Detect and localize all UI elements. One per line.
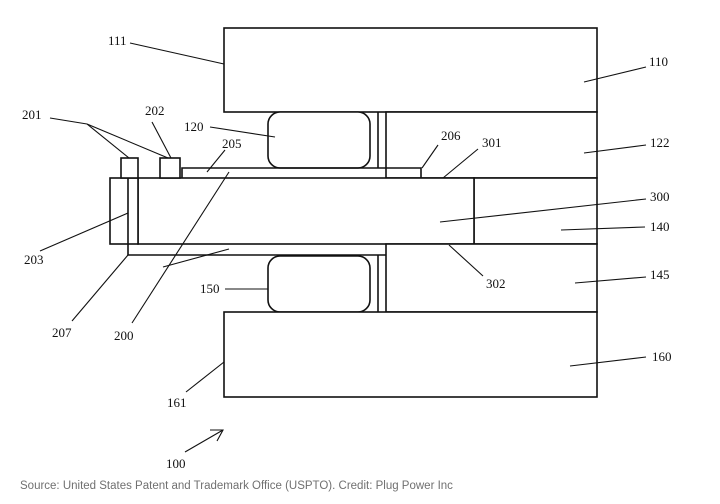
leader-120 <box>209 126 276 138</box>
label-161: 161 <box>167 395 187 410</box>
tab-201 <box>120 157 139 179</box>
label-207: 207 <box>52 325 72 340</box>
bottom-plate-160 <box>223 311 598 398</box>
leader-201b <box>86 123 130 159</box>
leader-145 <box>574 276 647 284</box>
arrow-100-shaft <box>184 429 224 453</box>
label-301: 301 <box>482 135 502 150</box>
sleeve-upper-205 <box>181 167 422 178</box>
leader-140 <box>560 226 646 231</box>
label-111: 111 <box>108 33 127 48</box>
label-206: 206 <box>441 128 461 143</box>
leader-200 <box>131 171 230 324</box>
top-plate-110 <box>223 27 598 113</box>
label-201: 201 <box>22 107 42 122</box>
leader-207a <box>71 254 129 322</box>
label-140: 140 <box>650 219 670 234</box>
leader-207b <box>162 248 230 268</box>
leader-301 <box>442 148 479 179</box>
end-block-203 <box>109 177 139 245</box>
label-202: 202 <box>145 103 165 118</box>
leader-300 <box>439 198 647 223</box>
upper-seal-120 <box>267 111 371 169</box>
leader-202 <box>151 121 172 159</box>
label-150: 150 <box>200 281 220 296</box>
label-145: 145 <box>650 267 670 282</box>
lower-layer-145 <box>385 243 598 313</box>
leader-122 <box>583 144 647 154</box>
membrane-300 <box>137 177 475 245</box>
upper-layer-122 <box>385 111 598 179</box>
leader-205 <box>206 149 226 173</box>
label-203: 203 <box>24 252 44 267</box>
leader-201a <box>49 117 88 125</box>
label-302: 302 <box>486 276 506 291</box>
lower-seal-150 <box>267 255 371 313</box>
label-110: 110 <box>649 54 668 69</box>
label-160: 160 <box>652 349 672 364</box>
leader-302 <box>448 244 484 277</box>
leader-160 <box>569 356 647 367</box>
tab-202 <box>159 157 181 179</box>
leader-206 <box>421 144 439 169</box>
leader-110 <box>583 66 647 83</box>
label-205: 205 <box>222 136 242 151</box>
label-300: 300 <box>650 189 670 204</box>
arrow-100-head <box>210 429 224 442</box>
source-caption: Source: United States Patent and Tradema… <box>20 480 453 492</box>
label-200: 200 <box>114 328 134 343</box>
leader-111 <box>129 42 225 65</box>
leader-203 <box>39 212 129 252</box>
label-100: 100 <box>166 456 186 471</box>
label-122: 122 <box>650 135 670 150</box>
leader-201c <box>86 123 169 159</box>
label-120: 120 <box>184 119 204 134</box>
leader-161 <box>185 361 225 393</box>
